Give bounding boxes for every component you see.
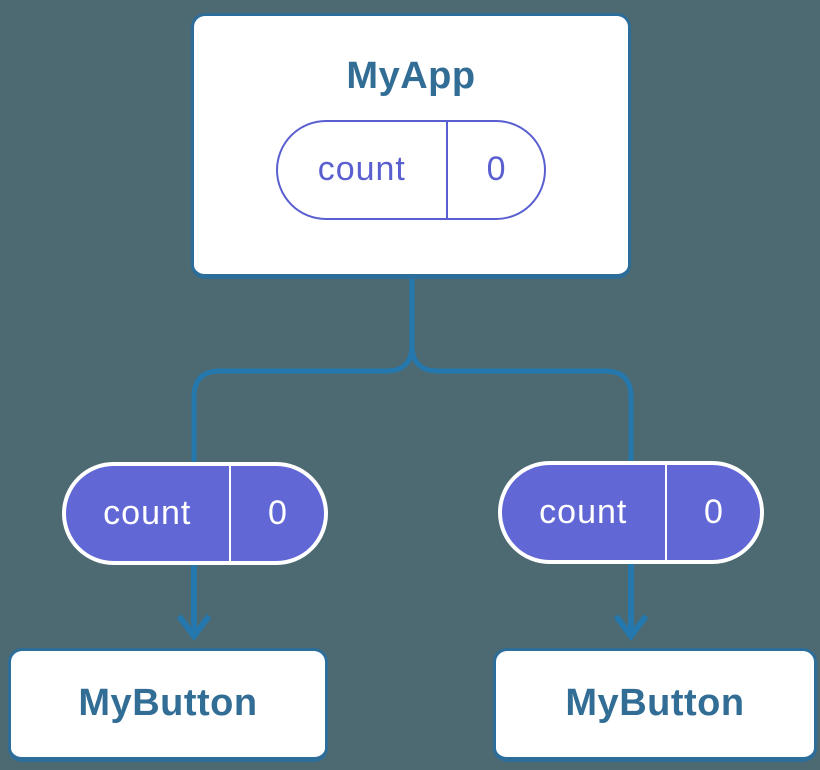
state-pill-myapp: count 0 [276, 119, 546, 220]
connector-root-to-left-child [191, 276, 415, 468]
node-mybutton-left-title: MyButton [78, 682, 258, 725]
node-myapp-title: MyApp [346, 55, 476, 97]
state-value: 0 [486, 150, 506, 189]
prop-name: count [103, 494, 192, 532]
pill-divider [445, 121, 449, 218]
prop-value: 0 [268, 494, 287, 532]
connector-root-to-right-child [409, 344, 634, 468]
pill-divider [228, 466, 232, 561]
arrow-right-icon [613, 556, 649, 641]
node-mybutton-left: MyButton [8, 648, 328, 762]
arrow-left-icon [176, 556, 212, 641]
prop-pill-right: count 0 [498, 461, 764, 564]
node-mybutton-right: MyButton [493, 648, 817, 762]
node-myapp: MyApp count 0 [191, 13, 631, 279]
prop-value: 0 [704, 493, 723, 531]
pill-divider [664, 465, 668, 560]
node-mybutton-right-title: MyButton [565, 682, 745, 725]
prop-pill-left: count 0 [62, 462, 328, 565]
state-name: count [317, 150, 406, 189]
prop-name: count [539, 493, 628, 531]
